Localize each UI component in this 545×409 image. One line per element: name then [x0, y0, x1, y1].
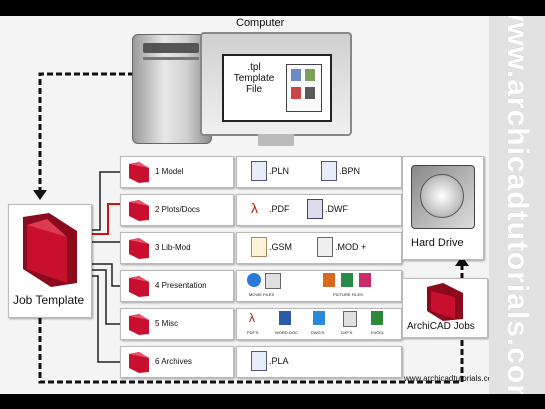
pln-file-icon	[251, 161, 267, 181]
archives-folder-icon	[129, 352, 149, 373]
row-label-model: 1 Model	[155, 167, 184, 176]
row-label-misc: 5 Misc	[155, 319, 179, 328]
branch-line-model	[88, 171, 120, 231]
branch-line-archives	[88, 275, 120, 363]
movie-file-icon	[247, 273, 261, 287]
hard-drive-box: Hard Drive	[402, 156, 484, 260]
diagram-canvas: Computer .tpl Template File Job T	[0, 16, 545, 394]
row-libmod: 3 Lib-Mod	[120, 232, 234, 264]
computer-label: Computer	[236, 17, 285, 29]
dwf-file-icon	[307, 199, 323, 219]
movie-file-icon-2	[265, 273, 281, 289]
template-text-line1: .tpl	[247, 62, 261, 73]
pdf-icon: λ	[249, 311, 255, 325]
row-misc: 5 Misc	[120, 308, 234, 340]
row-label-libmod: 3 Lib-Mod	[155, 243, 191, 252]
vertical-watermark-text: www.archicadtutorials.com	[501, 16, 534, 394]
row-archives: 6 Archives	[120, 346, 234, 378]
row-model: 1 Model	[120, 156, 234, 188]
file-bpn: .BPN	[339, 166, 361, 176]
word-doc-icon	[279, 311, 291, 325]
arrowhead-down	[33, 190, 47, 200]
branch-line-misc	[88, 269, 120, 325]
archicad-jobs-box: ArchiCAD Jobs	[402, 278, 488, 338]
branch-line-plots	[88, 203, 120, 235]
row-label-archives: 6 Archives	[155, 357, 192, 366]
plots-folder-icon	[129, 200, 149, 221]
vertical-watermark: www.archicadtutorials.com	[489, 16, 545, 394]
misc-folder-icon	[129, 314, 149, 335]
pdf-file-icon: λ	[251, 200, 258, 216]
bpn-file-icon	[321, 161, 337, 181]
row-plots: 2 Plots/Docs	[120, 194, 234, 226]
branch-line-presentation	[88, 263, 120, 287]
picture-file-icon-3	[359, 273, 371, 287]
dashed-arrow-template-to-jobs	[38, 318, 464, 384]
caption-word-doc: WORD-DOC	[275, 330, 298, 335]
connection-lines	[33, 72, 469, 384]
pla-file-icon	[251, 351, 267, 371]
hard-drive-icon	[411, 165, 475, 229]
archicad-jobs-folder-icon	[427, 283, 463, 321]
file-dwf: .DWF	[325, 204, 348, 214]
monitor-screen: .tpl Template File	[222, 54, 332, 122]
file-pla: .PLA	[269, 356, 289, 366]
file-pln: .PLN	[269, 166, 290, 176]
template-text-line2: Template	[233, 73, 275, 84]
caption-dxfs: DXF'S	[341, 330, 353, 335]
file-icons-icon	[286, 64, 322, 112]
archicad-jobs-label: ArchiCAD Jobs	[407, 321, 475, 332]
job-template-box: Job Template	[8, 204, 92, 318]
mod-file-icon	[317, 237, 333, 257]
picture-file-icon	[323, 273, 335, 287]
model-folder-icon	[129, 162, 149, 183]
row-label-presentation: 4 Presentation	[155, 281, 207, 290]
computer-tower	[132, 34, 212, 144]
dwg-icon	[313, 311, 325, 325]
caption-movie-files: MOVIE FILES	[249, 292, 275, 297]
job-template-folder-icon	[23, 213, 77, 287]
hard-drive-label: Hard Drive	[411, 237, 464, 249]
gsm-file-icon	[251, 237, 267, 257]
file-pdf: .PDF	[269, 204, 290, 214]
files-presentation: MOVIE FILES PICTURE FILES	[236, 270, 402, 302]
files-libmod: .GSM .MOD +	[236, 232, 402, 264]
excel-icon	[371, 311, 383, 325]
caption-excel: EXCEL	[371, 330, 385, 335]
arrowhead-drive	[455, 256, 469, 266]
files-plots: λ .PDF .DWF	[236, 194, 402, 226]
template-text-line3: File	[245, 84, 263, 95]
files-archives: .PLA	[236, 346, 402, 378]
file-mod: .MOD +	[335, 242, 367, 252]
caption-dwgs: DWG'S	[311, 330, 325, 335]
dxf-icon	[343, 311, 357, 327]
file-gsm: .GSM	[269, 242, 293, 252]
presentation-folder-icon	[129, 276, 149, 297]
caption-pdfs: PDF'S	[247, 330, 259, 335]
caption-picture-files: PICTURE FILES	[333, 292, 363, 297]
files-model: .PLN .BPN	[236, 156, 402, 188]
dashed-arrow-computer-to-template	[38, 72, 170, 192]
computer-monitor: .tpl Template File	[200, 32, 352, 146]
row-label-plots: 2 Plots/Docs	[155, 205, 200, 214]
row-presentation: 4 Presentation	[120, 270, 234, 302]
files-misc: λ PDF'S WORD-DOC DWG'S DXF'S EXCEL	[236, 308, 402, 340]
watermark-url: www.archicadtutorials.com	[404, 374, 499, 383]
picture-file-icon-2	[341, 273, 353, 287]
job-template-label: Job Template	[13, 293, 85, 307]
template-file-text: .tpl Template File	[230, 62, 278, 95]
libmod-folder-icon	[129, 238, 149, 259]
